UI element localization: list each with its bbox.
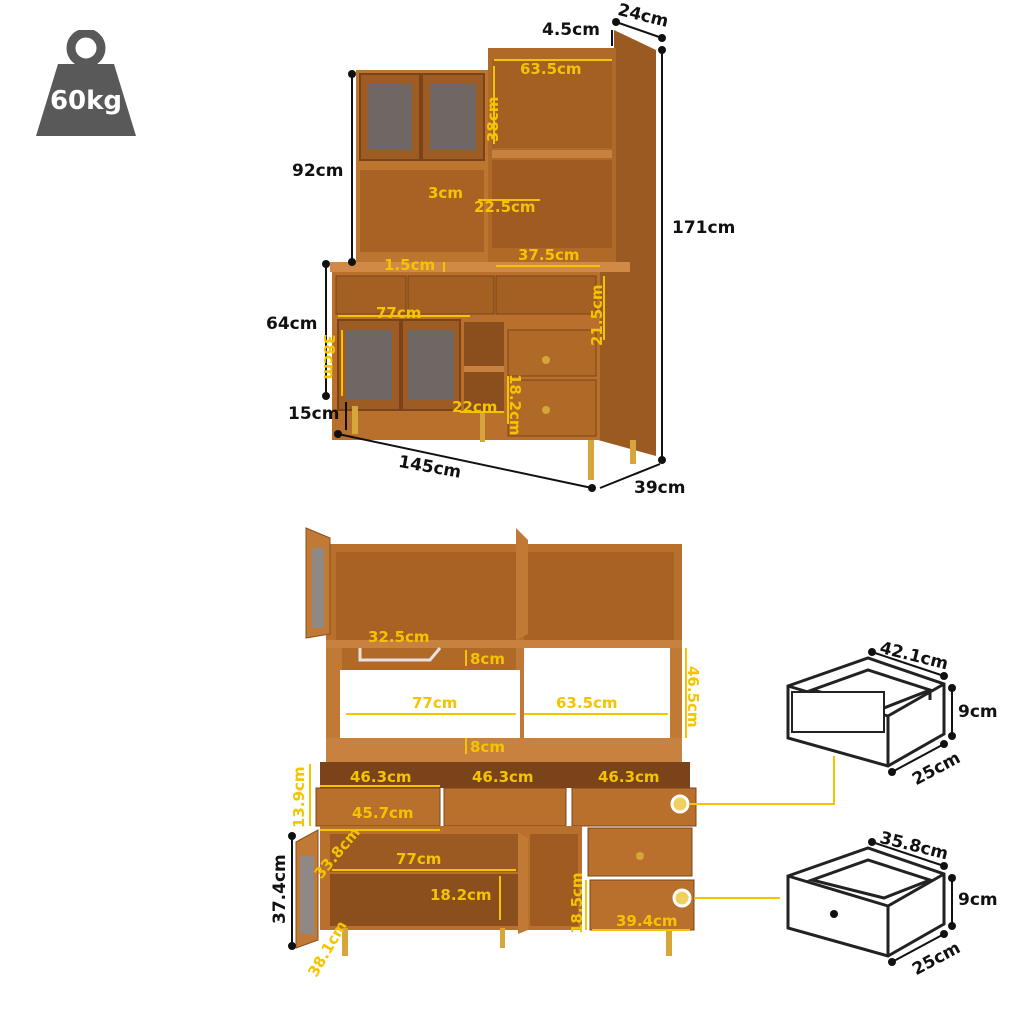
weight-icon bbox=[36, 30, 136, 136]
dim-total-height: 171cm bbox=[672, 218, 736, 238]
dim-upper-height: 92cm bbox=[292, 161, 344, 181]
dim-right-width: 63.5cm bbox=[556, 694, 618, 712]
dim-lower-height-open: 37.4cm bbox=[270, 854, 290, 924]
dim-drawer-bottom-height: 9cm bbox=[958, 890, 998, 910]
dim-drawer-row-height: 13.9cm bbox=[290, 766, 308, 828]
drawer-bottom-outline bbox=[786, 846, 946, 958]
dim-left-width: 77cm bbox=[412, 694, 458, 712]
weight-value: 60kg bbox=[49, 86, 123, 116]
dim-mid-shelf: 37.5cm bbox=[518, 246, 580, 264]
dim-lower-width: 77cm bbox=[376, 304, 422, 322]
dim-rod-gap: 3cm bbox=[428, 184, 463, 202]
dim-lower-width-open: 77cm bbox=[396, 850, 442, 868]
dim-drawer-width-2: 46.3cm bbox=[472, 768, 534, 786]
dim-drawer-width-1: 46.3cm bbox=[350, 768, 412, 786]
dim-shelf-width: 22.5cm bbox=[474, 198, 536, 216]
dim-rod-gap-open: 8cm bbox=[470, 650, 505, 668]
dim-drawer-width-3: 46.3cm bbox=[598, 768, 660, 786]
dim-total-depth: 39cm bbox=[634, 478, 686, 498]
dim-upper-width: 63.5cm bbox=[520, 60, 582, 78]
dim-counter-gap: 8cm bbox=[470, 738, 505, 756]
dim-top-depth-small: 4.5cm bbox=[542, 20, 600, 40]
dim-niche-width: 22cm bbox=[452, 398, 498, 416]
dim-shelf-height: 18.2cm bbox=[430, 886, 492, 904]
dim-leg-height: 15cm bbox=[288, 404, 340, 424]
dim-rod-width: 32.5cm bbox=[368, 628, 430, 646]
dim-lower-height: 64cm bbox=[266, 314, 318, 334]
dim-upper-height-open: 46.5cm bbox=[684, 666, 702, 728]
dim-drawer-inner-width: 45.7cm bbox=[352, 804, 414, 822]
dim-right-drawer-height: 18.5cm bbox=[568, 872, 586, 934]
dim-right-drawer-width: 39.4cm bbox=[616, 912, 678, 930]
dim-drawer-top-height: 9cm bbox=[958, 702, 998, 722]
dim-counter-thickness: 1.5cm bbox=[384, 256, 436, 274]
